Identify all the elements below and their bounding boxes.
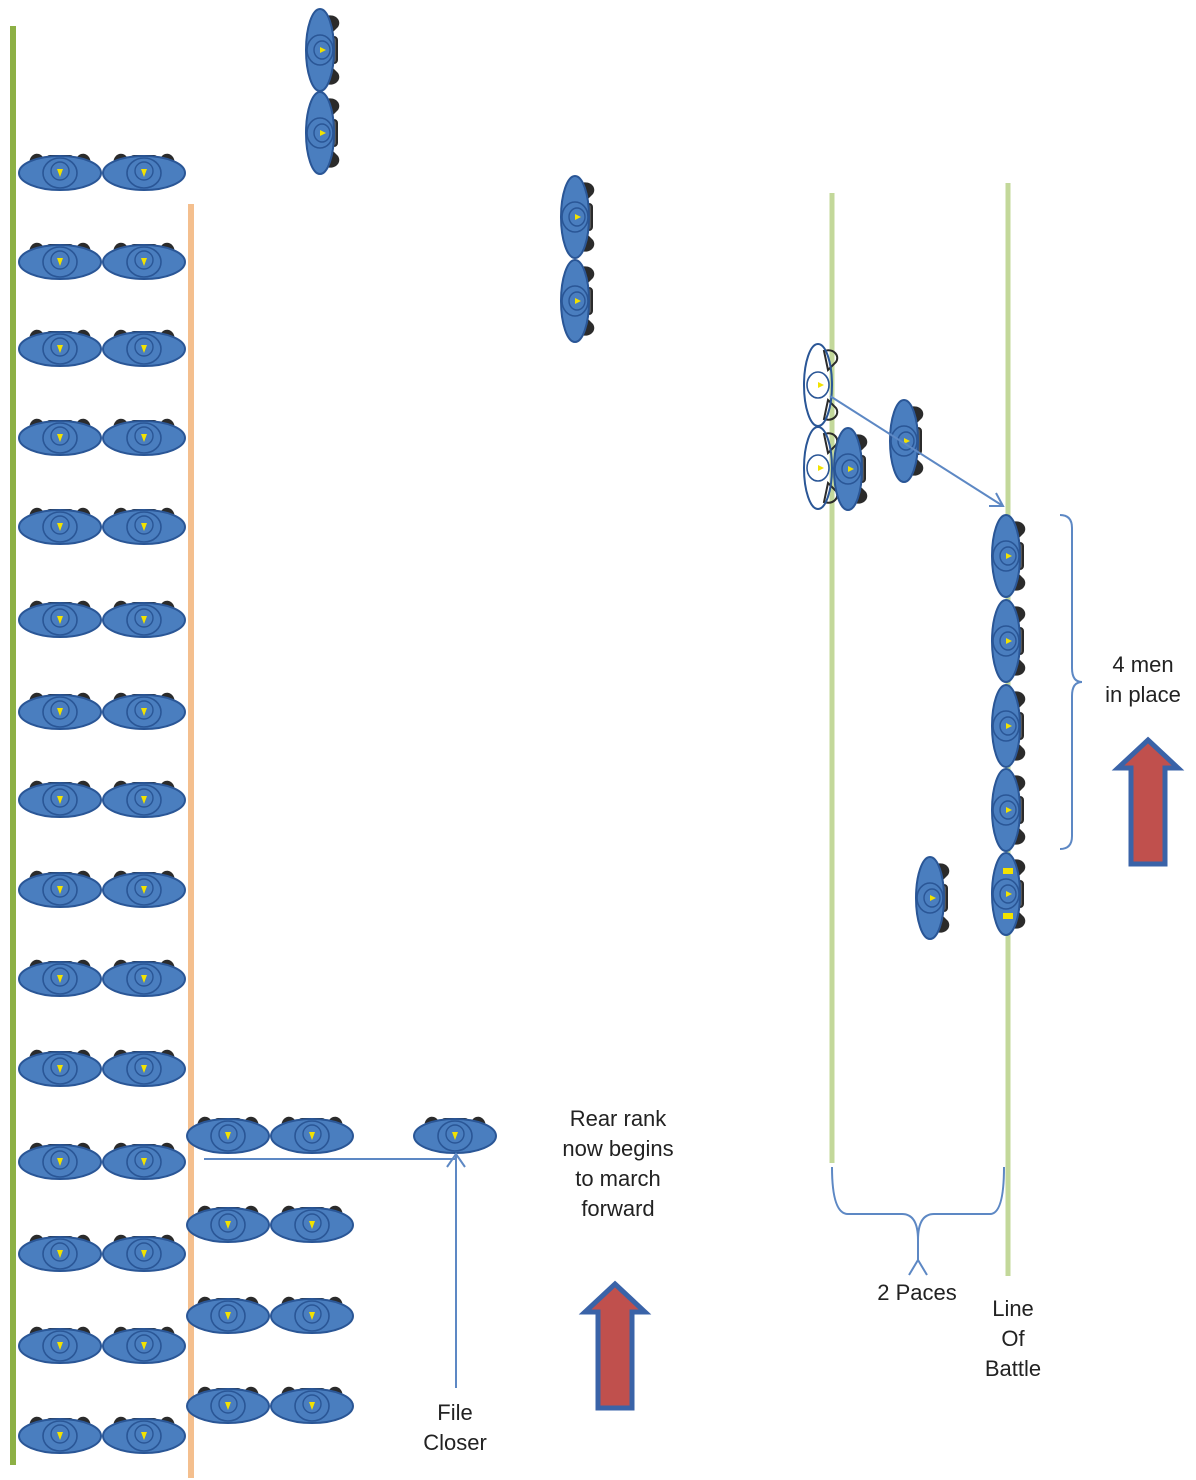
two-paces-label: 2 Paces [877,1280,957,1305]
two-paces-brace [831,1166,1005,1241]
front-rank-formation [18,152,186,1454]
middle-wheeling-file [560,175,596,343]
movement-arrowhead [989,492,1005,507]
guide-soldier [915,856,951,940]
rear-rank-formation [186,1115,354,1424]
moving-soldier-a [833,427,869,511]
file-closer-label: File Closer [423,1400,487,1455]
top-wheeling-file [305,8,341,175]
forward-arrow-right-icon [1118,740,1178,864]
rear-rank-label: Rear rank now begins to march forward [562,1106,674,1221]
moving-soldier-b [889,399,925,483]
four-men-label: 4 men in place [1105,652,1181,707]
file-closer-pointer-head [446,1152,466,1168]
sergeant-soldier [991,852,1027,936]
file-closer-soldier [413,1115,497,1154]
four-men-brace [1059,514,1083,850]
two-paces-pointer-head [908,1258,928,1276]
forward-arrow-left-icon [585,1284,645,1408]
movement-path [829,395,1004,507]
line-of-battle-label: Line Of Battle [984,1296,1042,1381]
